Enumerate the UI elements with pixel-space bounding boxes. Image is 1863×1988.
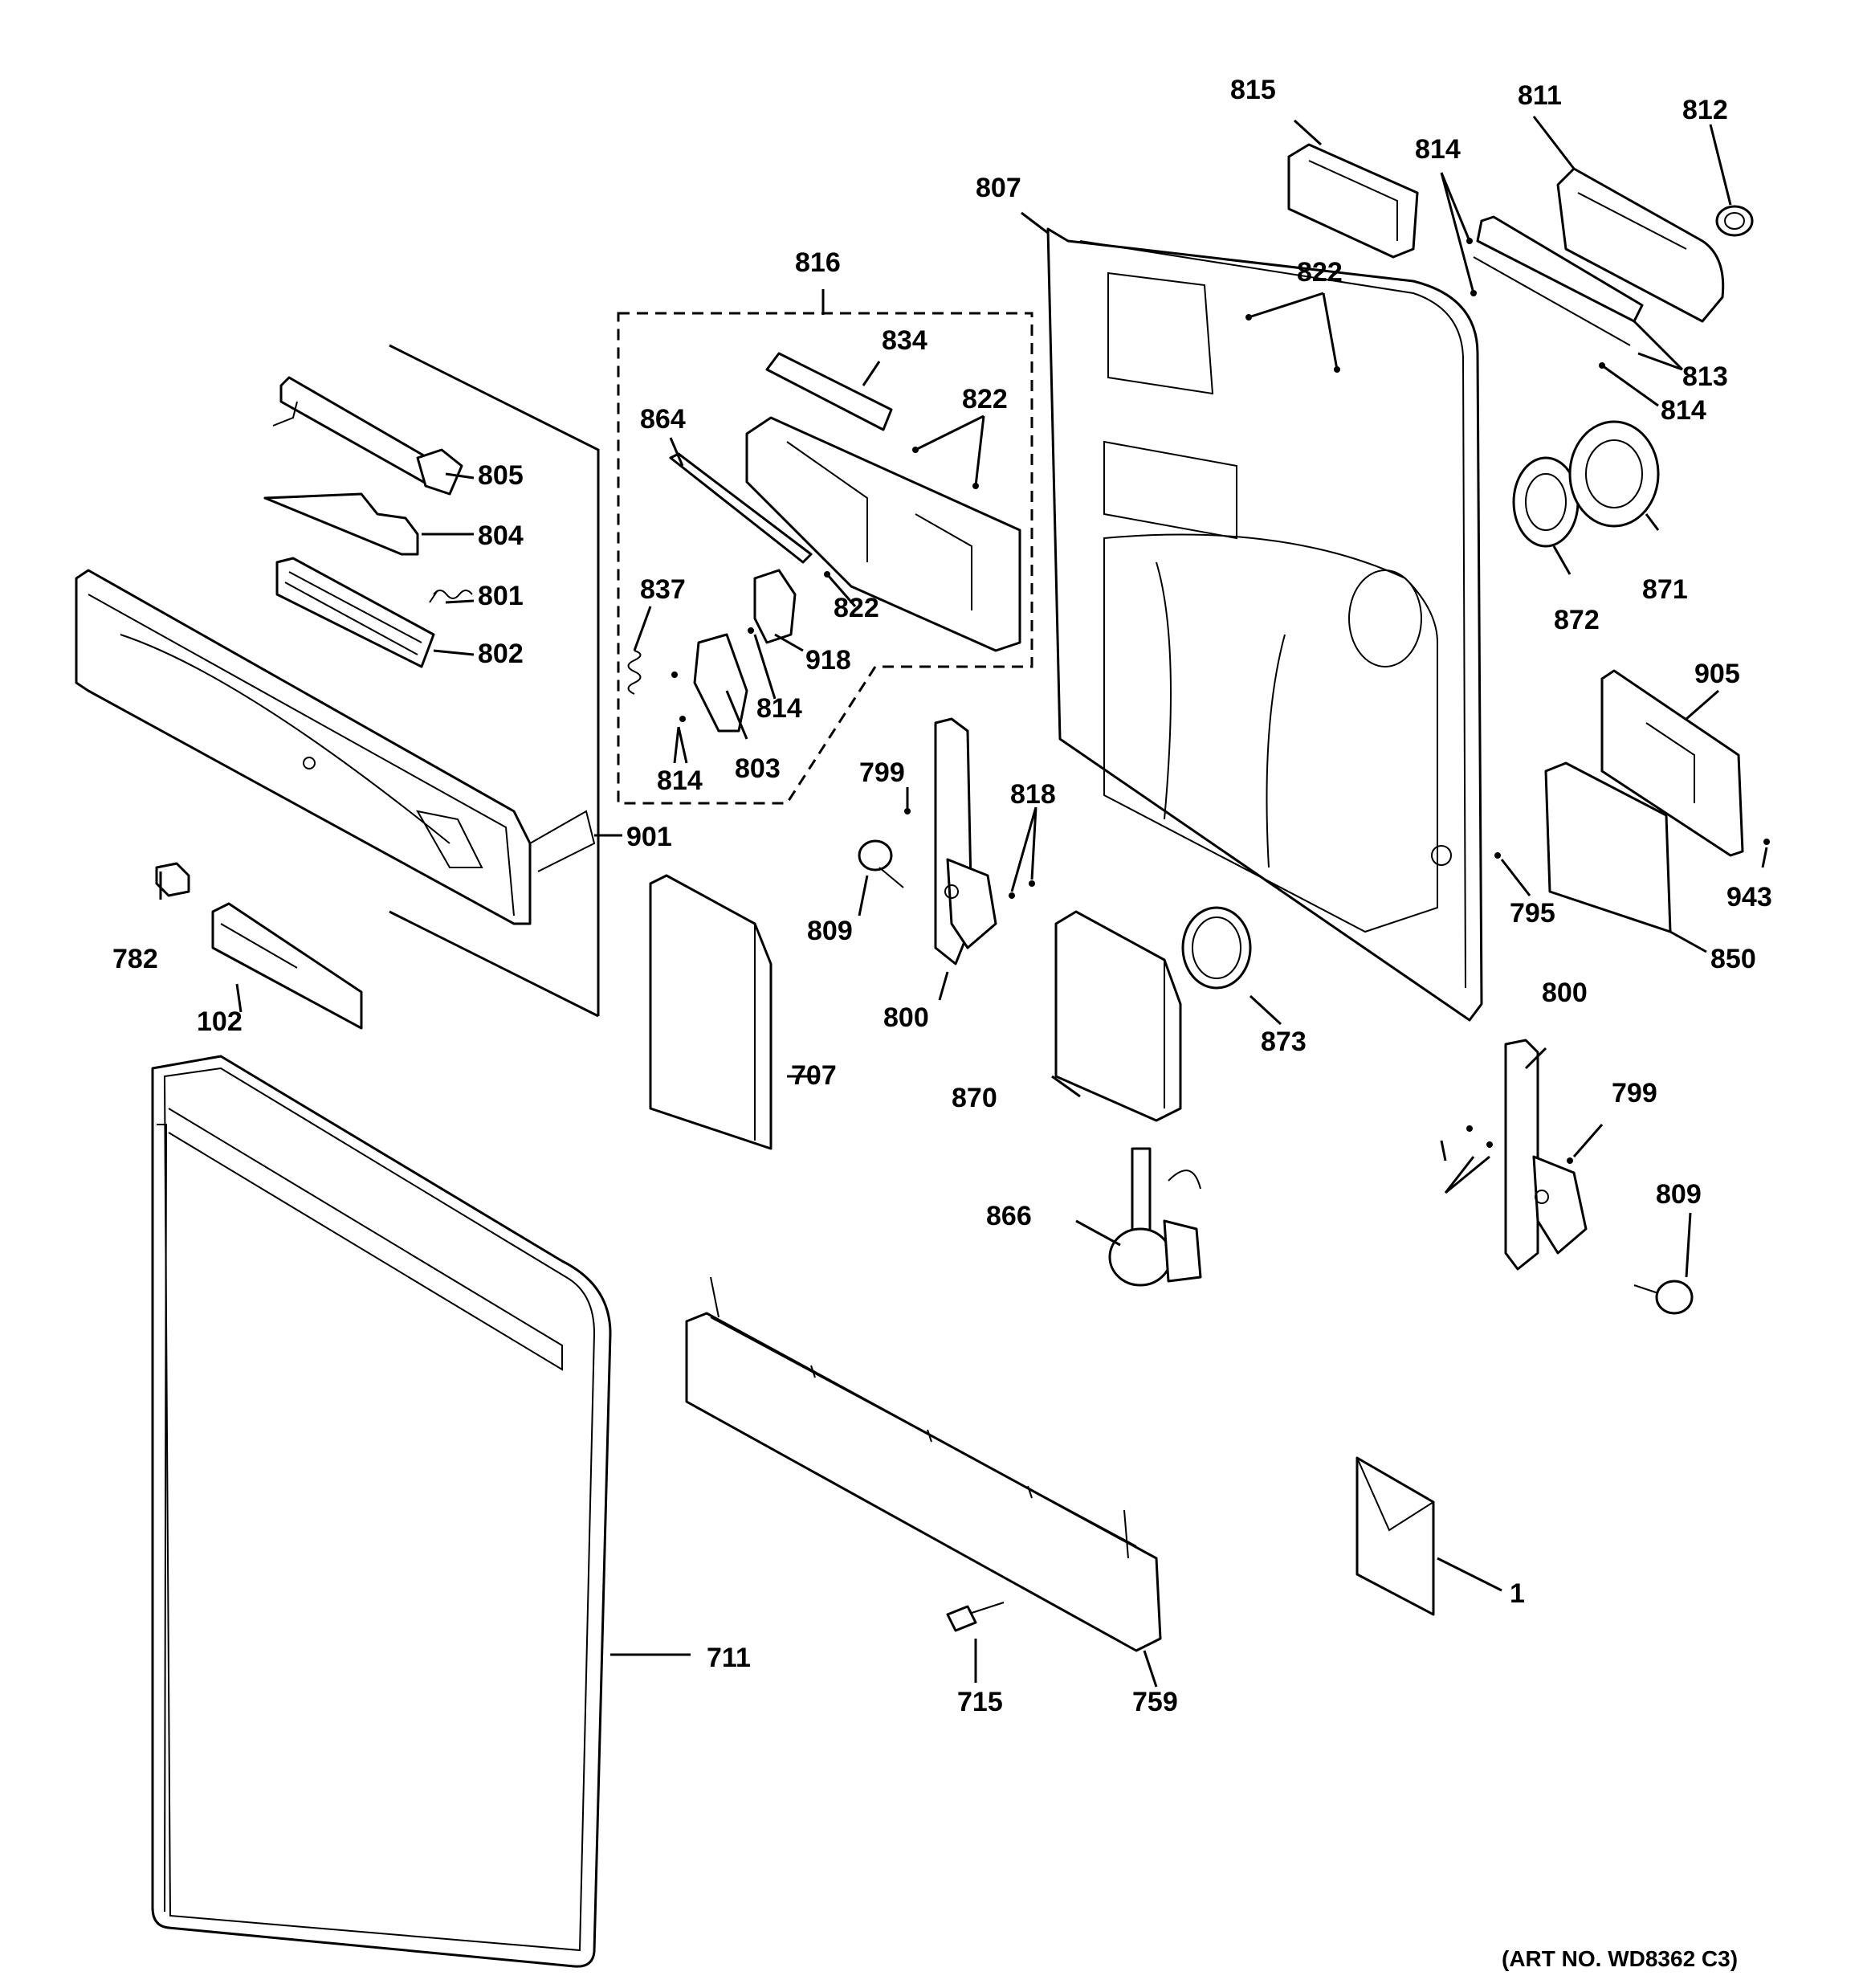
callout-918: 918 bbox=[805, 645, 851, 676]
callout-782: 782 bbox=[112, 944, 158, 974]
callout-715: 715 bbox=[957, 1687, 1003, 1717]
callout-873: 873 bbox=[1261, 1027, 1307, 1057]
ring-873 bbox=[1181, 906, 1252, 990]
bumper-809-right bbox=[1633, 1280, 1694, 1315]
literature-1 bbox=[1355, 1456, 1435, 1616]
callout-812: 812 bbox=[1682, 95, 1728, 125]
callout-795: 795 bbox=[1510, 898, 1555, 929]
callout-814: 814 bbox=[1661, 395, 1706, 426]
callout-804: 804 bbox=[478, 520, 524, 551]
control-panel-console-901 bbox=[75, 569, 596, 925]
dispenser-811 bbox=[1556, 167, 1725, 323]
callout-799: 799 bbox=[859, 757, 905, 788]
callout-816: 816 bbox=[795, 247, 841, 278]
callout-822: 822 bbox=[962, 384, 1008, 414]
callout-809: 809 bbox=[1656, 1179, 1702, 1210]
callout-711: 711 bbox=[707, 1643, 751, 1673]
callout-102: 102 bbox=[197, 1006, 243, 1037]
callout-801: 801 bbox=[478, 581, 524, 611]
callout-805: 805 bbox=[478, 460, 524, 491]
callout-866: 866 bbox=[986, 1201, 1032, 1231]
callout-813: 813 bbox=[1682, 361, 1728, 392]
callout-807: 807 bbox=[976, 173, 1021, 203]
light-bar-102 bbox=[211, 902, 363, 1030]
callout-822: 822 bbox=[834, 593, 879, 623]
callout-759: 759 bbox=[1132, 1687, 1178, 1717]
inner-door-807 bbox=[1046, 227, 1483, 1022]
door-outer-panel-711 bbox=[151, 1055, 612, 1968]
kick-plate-759 bbox=[685, 1276, 1162, 1652]
callout-834: 834 bbox=[882, 325, 927, 356]
callout-707: 707 bbox=[791, 1060, 837, 1091]
leader-lines bbox=[159, 116, 1768, 1688]
ring-871 bbox=[1568, 420, 1660, 528]
hinge-800-right bbox=[1504, 1039, 1588, 1271]
handle-802 bbox=[275, 557, 435, 668]
callout-802: 802 bbox=[478, 639, 524, 669]
control-board-905 bbox=[1600, 669, 1744, 857]
cover-707 bbox=[649, 874, 773, 1150]
callout-872: 872 bbox=[1554, 605, 1600, 635]
vent-815 bbox=[1287, 143, 1419, 259]
connector-782 bbox=[155, 862, 190, 897]
harness-assembly-816-box bbox=[617, 312, 1033, 805]
part-834 bbox=[765, 352, 893, 431]
hinge-800-left bbox=[934, 717, 997, 965]
spring-801 bbox=[429, 590, 473, 603]
callout-1: 1 bbox=[1510, 1578, 1525, 1609]
screw-715 bbox=[946, 1602, 1005, 1632]
callout-871: 871 bbox=[1642, 574, 1688, 605]
callout-799: 799 bbox=[1612, 1078, 1657, 1108]
art-number: (ART NO. WD8362 C3) bbox=[1502, 1946, 1738, 1971]
gasket-813 bbox=[1473, 215, 1644, 346]
latch-housing bbox=[669, 416, 1021, 652]
callout-labels: 815 811 812 814 807 816 822 813 814 834 … bbox=[112, 75, 1772, 1717]
callout-864: 864 bbox=[640, 404, 686, 435]
callout-905: 905 bbox=[1694, 659, 1740, 689]
callout-943: 943 bbox=[1726, 882, 1772, 912]
callout-822: 822 bbox=[1297, 257, 1343, 288]
bracket-805 bbox=[272, 376, 463, 496]
plate-804 bbox=[263, 492, 419, 556]
spring-837 bbox=[627, 650, 642, 695]
callout-850: 850 bbox=[1710, 944, 1756, 974]
callout-814: 814 bbox=[756, 693, 802, 724]
callout-870: 870 bbox=[952, 1083, 997, 1113]
callout-814: 814 bbox=[657, 765, 703, 796]
callout-901: 901 bbox=[626, 822, 672, 852]
bumper-809-left bbox=[858, 839, 904, 888]
switch-918 bbox=[753, 569, 797, 644]
switch-803 bbox=[693, 633, 748, 733]
ring-872 bbox=[1512, 456, 1580, 548]
callout-800: 800 bbox=[1542, 978, 1588, 1008]
callout-818: 818 bbox=[1010, 779, 1056, 810]
callout-800: 800 bbox=[883, 1002, 929, 1033]
board-cover-850 bbox=[1544, 761, 1672, 933]
callout-837: 837 bbox=[640, 574, 686, 605]
cap-812 bbox=[1715, 205, 1754, 237]
callout-815: 815 bbox=[1230, 75, 1276, 105]
detergent-cup-870 bbox=[1054, 910, 1182, 1122]
callout-814: 814 bbox=[1415, 134, 1461, 165]
callout-809: 809 bbox=[807, 916, 853, 946]
valve-866 bbox=[1108, 1147, 1202, 1287]
callout-803: 803 bbox=[735, 753, 781, 784]
callout-811: 811 bbox=[1518, 80, 1562, 111]
